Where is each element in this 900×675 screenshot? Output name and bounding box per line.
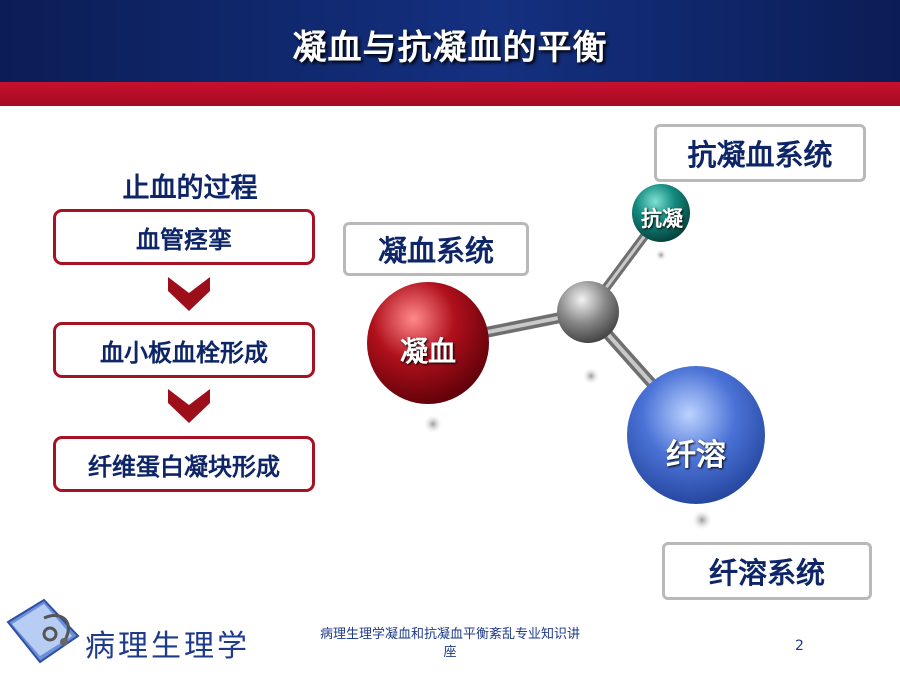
process-step-1: 血管痉挛 [53,209,315,265]
slide-title: 凝血与抗凝血的平衡 [292,28,608,68]
coag-ball [367,282,489,404]
shadow-dot [655,249,667,261]
coag-system-box: 凝血系统 [343,222,529,276]
process-step-3: 纤维蛋白凝块形成 [53,436,315,492]
center-node [557,281,619,343]
chevron-down-icon [168,277,210,311]
process-step-2: 血小板血栓形成 [53,322,315,378]
process-title: 止血的过程 [122,173,258,204]
anticoag-system-box: 抗凝血系统 [654,124,866,182]
anticoag-ball-label: 抗凝 [641,207,683,231]
footer-caption: 病理生理学凝血和抗凝血平衡紊乱专业知识讲座 [319,627,580,660]
header-red-bar [0,82,900,106]
shadow-dot [423,414,443,434]
shadow-dot [582,367,600,385]
chevron-down-icon [168,389,210,423]
anticoag-ball [632,184,690,242]
page-number: 2 [795,638,804,654]
fibrinolysis-ball [627,366,765,504]
fibrinolysis-system-box: 纤溶系统 [662,542,872,600]
coag-ball-label: 凝血 [399,335,456,368]
shadow-dot [691,509,713,531]
book-logo-icon [6,598,80,664]
fibrinolysis-ball-label: 纤溶 [666,438,726,473]
slide-header [0,0,900,82]
footer-logo-text: 病理生理学 [85,629,250,664]
